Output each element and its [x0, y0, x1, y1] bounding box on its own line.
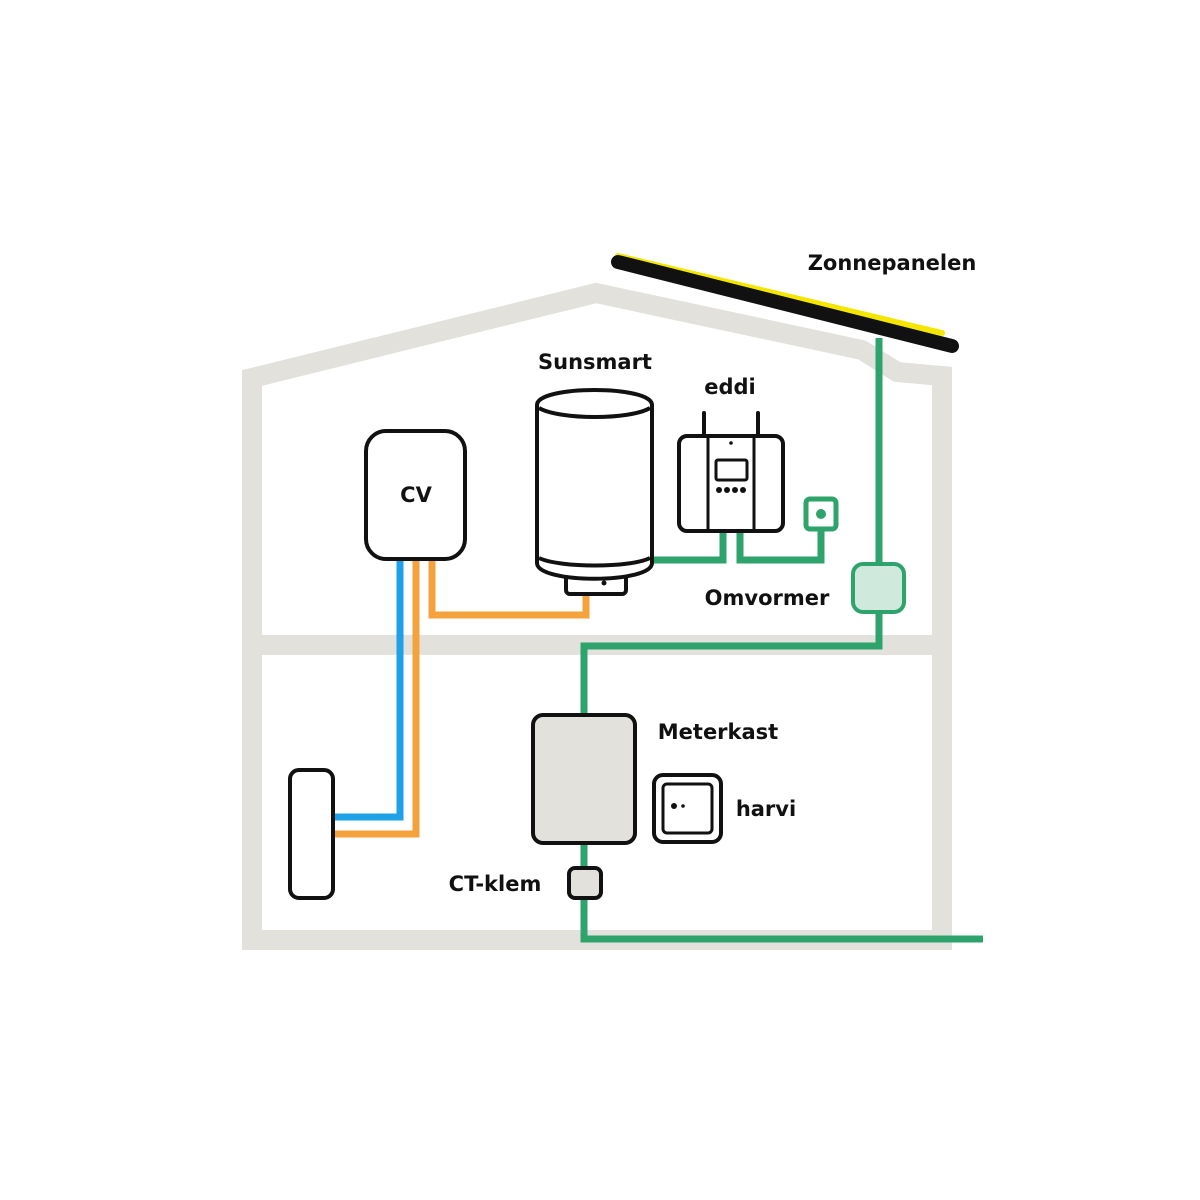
solar-panel-icon: [611, 253, 959, 353]
harvi-inner: [661, 782, 714, 835]
boiler-bottom-line: [538, 556, 651, 568]
radiator-icon: [288, 768, 335, 900]
eddi-button: [740, 487, 746, 493]
eddi-led: [729, 441, 733, 445]
harvi-dot-large: [671, 803, 677, 809]
boiler-outlet-dot: [601, 580, 607, 586]
label-sunsmart: Sunsmart: [538, 350, 652, 374]
hot-water-pipe-radiator: [333, 560, 420, 838]
ct-clamp-icon: [567, 866, 603, 900]
wall-socket-icon: [803, 496, 839, 532]
eddi-to-socket-cable: [736, 528, 825, 564]
label-meterkast: Meterkast: [658, 720, 778, 744]
eddi-diverter-icon: [677, 411, 785, 533]
boiler-top-line: [538, 406, 652, 419]
hot-water-pipe-boiler: [428, 560, 590, 619]
meter-cabinet-icon: [531, 713, 637, 845]
central-heating-icon: [364, 429, 467, 561]
harvi-sensor-icon: [652, 773, 723, 844]
eddi-button: [716, 487, 722, 493]
water-boiler-icon: [535, 388, 654, 596]
label-cv: CV: [400, 483, 432, 507]
label-harvi: harvi: [736, 797, 796, 821]
diagram-labels: Zonnepanelen Sunsmart eddi CV Omvormer M…: [400, 251, 976, 896]
boiler-body: [535, 388, 654, 581]
label-zonnepanelen: Zonnepanelen: [808, 251, 977, 275]
cold-water-pipe: [333, 560, 404, 821]
socket-dot: [816, 509, 826, 519]
harvi-dot-small: [681, 804, 685, 808]
eddi-button: [724, 487, 730, 493]
inverter-icon: [851, 562, 906, 614]
label-ct-klem: CT-klem: [449, 872, 542, 896]
meter-to-grid-cable: [580, 843, 983, 943]
water-pipes: [333, 560, 590, 838]
eddi-buttons: [716, 487, 746, 493]
eddi-to-boiler-cable: [652, 532, 727, 564]
inverter-to-meter-cable: [580, 610, 883, 716]
label-omvormer: Omvormer: [705, 586, 830, 610]
eddi-display: [714, 458, 749, 482]
solar-panel-body: [611, 255, 959, 353]
eddi-body: [677, 434, 785, 533]
label-eddi: eddi: [704, 375, 756, 399]
eddi-button: [732, 487, 738, 493]
